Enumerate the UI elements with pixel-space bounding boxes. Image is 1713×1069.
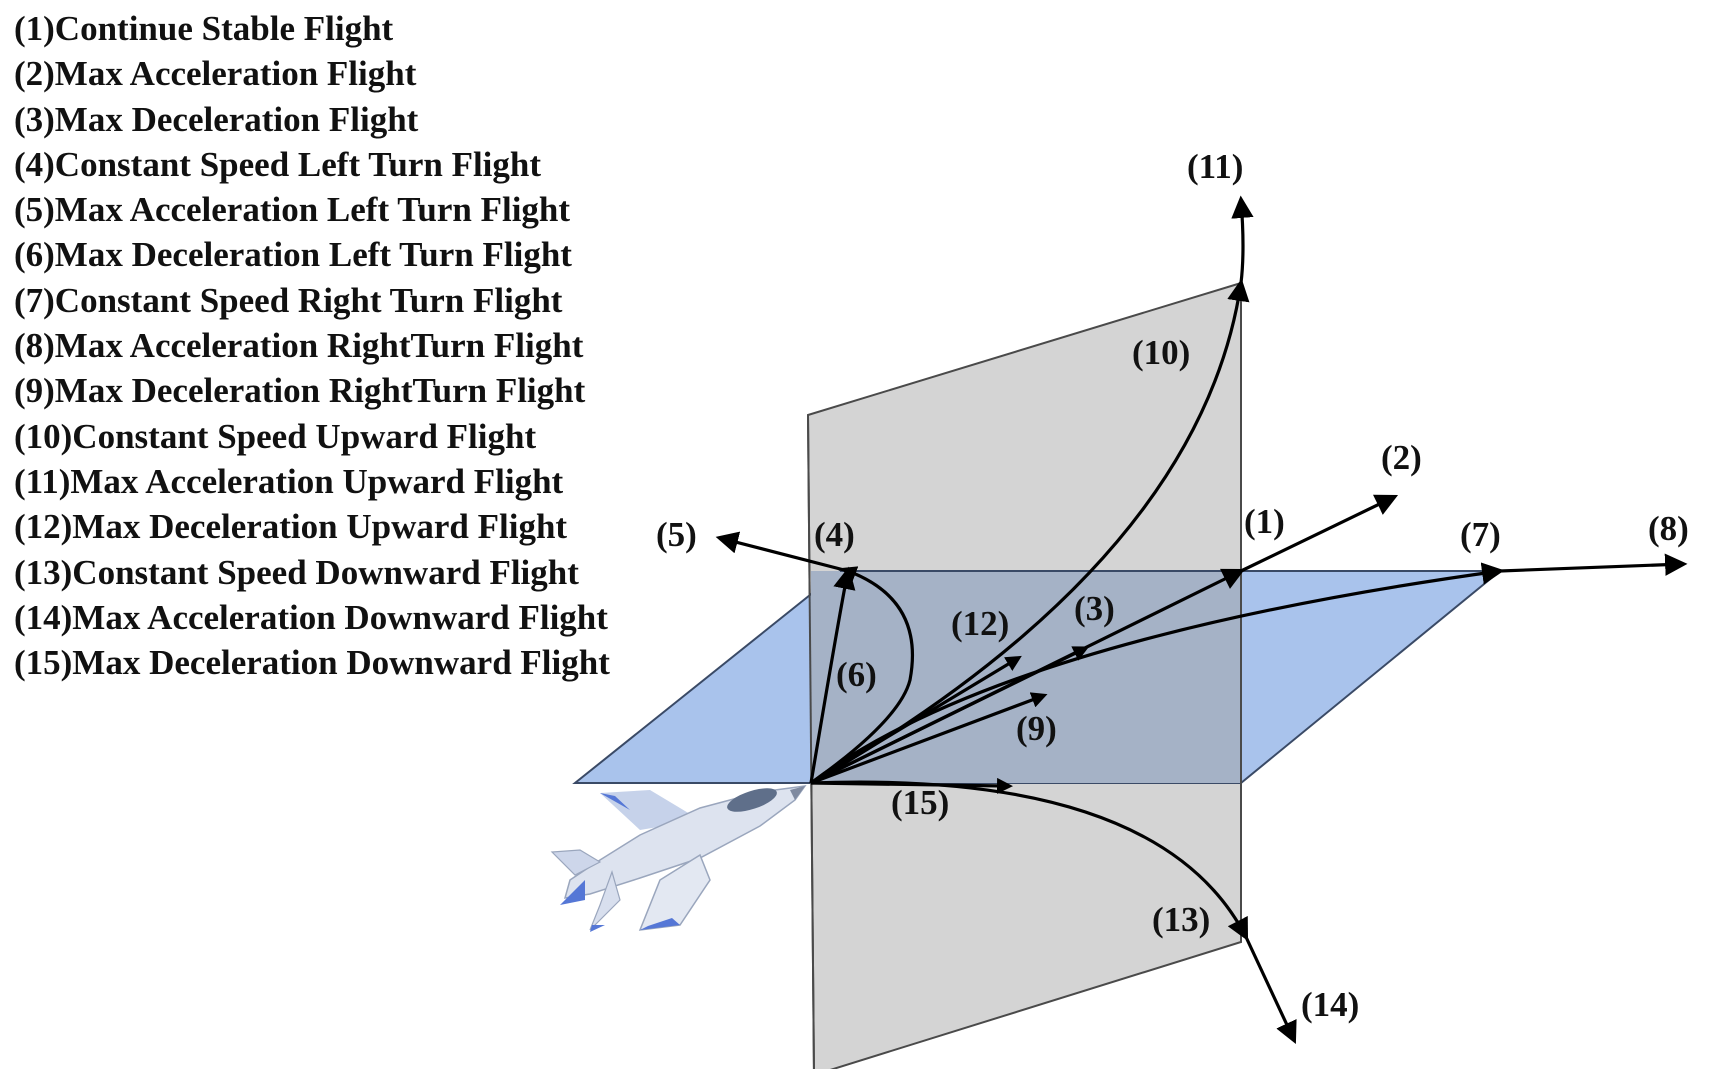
- label-8: (8): [1648, 509, 1689, 548]
- label-5: (5): [656, 515, 697, 554]
- path-8-max-accel-right-turn: [1499, 553, 1688, 576]
- label-4: (4): [814, 515, 855, 554]
- legend-item-10: (10)Constant Speed Upward Flight: [14, 416, 537, 456]
- label-3: (3): [1074, 589, 1115, 628]
- label-12: (12): [951, 604, 1009, 643]
- legend-item-15: (15)Max Deceleration Downward Flight: [14, 643, 610, 683]
- legend-item-9: (9)Max Deceleration RightTurn Flight: [14, 371, 586, 411]
- legend-item-6: (6)Max Deceleration Left Turn Flight: [14, 235, 572, 275]
- label-14: (14): [1301, 985, 1359, 1024]
- path-11-max-accel-upward: [1231, 195, 1254, 284]
- path-2-max-acceleration: [1240, 494, 1399, 573]
- label-11: (11): [1187, 147, 1243, 186]
- legend-item-1: (1)Continue Stable Flight: [14, 9, 394, 48]
- legend-item-2: (2)Max Acceleration Flight: [14, 54, 417, 94]
- path-15-max-decel-downward: [810, 777, 1013, 794]
- legend-item-13: (13)Constant Speed Downward Flight: [14, 552, 579, 592]
- path-4-left-turn: [809, 566, 856, 784]
- legend-item-8: (8)Max Acceleration RightTurn Flight: [14, 326, 584, 366]
- path-9-max-decel-right-turn: [810, 692, 1048, 785]
- label-1: (1): [1244, 502, 1285, 541]
- label-10: (10): [1132, 333, 1190, 372]
- path-10-upward: [810, 278, 1250, 785]
- label-2: (2): [1381, 438, 1422, 477]
- legend-item-3: (3)Max Deceleration Flight: [14, 99, 419, 139]
- path-5-max-accel-left-turn: [715, 531, 849, 573]
- maneuver-legend: (1)Continue Stable Flight (2)Max Acceler…: [14, 6, 610, 685]
- label-6: (6): [836, 655, 877, 694]
- label-7: (7): [1460, 515, 1501, 554]
- path-7-right-turn: [810, 562, 1505, 785]
- path-12-max-decel-upward: [810, 655, 1022, 785]
- label-15: (15): [891, 783, 949, 822]
- path-14-max-accel-downward: [1244, 936, 1297, 1045]
- aircraft-icon: [550, 785, 807, 932]
- label-13: (13): [1152, 900, 1210, 939]
- legend-item-12: (12)Max Deceleration Upward Flight: [14, 507, 568, 547]
- legend-item-5: (5)Max Acceleration Left Turn Flight: [14, 190, 571, 230]
- legend-item-4: (4)Constant Speed Left Turn Flight: [14, 144, 542, 184]
- path-6-max-decel-left-turn: [810, 566, 915, 785]
- legend-item-14: (14)Max Acceleration Downward Flight: [14, 597, 608, 637]
- label-9: (9): [1016, 709, 1057, 748]
- legend-item-7: (7)Constant Speed Right Turn Flight: [14, 280, 563, 320]
- vertical-plane-left-edge: [807, 414, 815, 1069]
- legend-item-11: (11)Max Acceleration Upward Flight: [14, 461, 564, 501]
